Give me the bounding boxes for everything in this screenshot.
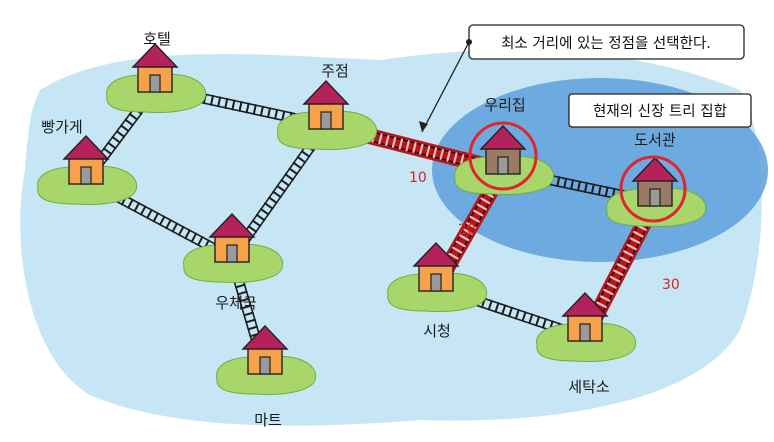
island-ground [216, 356, 317, 395]
island-our-house [454, 124, 555, 195]
island-ground [387, 273, 488, 312]
callout-select-nearest: 최소 거리에 있는 정점을 선택한다. [419, 24, 745, 133]
label-juice: 주점 [321, 62, 349, 80]
label-city-hall: 시청 [423, 322, 451, 340]
house-roof [241, 324, 289, 350]
island-ground [106, 74, 207, 113]
island-ground [454, 156, 555, 195]
label-post-office: 우체국 [215, 294, 257, 312]
label-laundry: 세탁소 [568, 378, 610, 396]
callout-anchor-dot [466, 39, 472, 45]
island-hotel [106, 42, 207, 113]
island-ground [606, 188, 707, 227]
house-door [649, 188, 661, 207]
house-door [259, 356, 271, 375]
label-our-house: 우리집 [484, 96, 525, 114]
island-laundry [536, 291, 637, 362]
callout-select-nearest-text: 최소 거리에 있는 정점을 선택한다. [501, 35, 711, 52]
house-roof [131, 42, 179, 68]
house-roof [62, 134, 110, 160]
island-bakery [37, 134, 138, 205]
island-juice [277, 79, 378, 150]
selection-circle-our-house [468, 121, 538, 191]
callout-pointer-line [421, 41, 470, 133]
island-city-hall [387, 241, 488, 312]
house-roof [561, 291, 609, 317]
label-library: 도서관 [634, 131, 676, 149]
callout-current-tree-text: 현재의 신장 트리 집합 [593, 103, 727, 120]
house-roof [479, 124, 527, 150]
callout-current-tree: 현재의 신장 트리 집합 [568, 93, 752, 128]
weight-house-cityhall: 20 [458, 222, 476, 238]
island-ground [183, 244, 284, 283]
label-hotel: 호텔 [143, 30, 171, 48]
callout-arrowhead [419, 121, 428, 132]
house-roof [631, 156, 679, 182]
house-door [149, 74, 161, 93]
islands [37, 42, 707, 395]
house-roof [412, 241, 460, 267]
house-roof [302, 79, 350, 105]
island-ground [37, 166, 138, 205]
weight-house-juice: 10 [409, 170, 427, 186]
house-door [579, 323, 591, 342]
house-roof [208, 212, 256, 238]
island-library [606, 156, 707, 227]
house-door [430, 273, 442, 292]
house-door [80, 166, 92, 185]
island-ground [277, 111, 378, 150]
house-door [497, 156, 509, 175]
label-bakery: 빵가게 [41, 118, 82, 136]
island-post-office [183, 212, 284, 283]
label-mart: 마트 [254, 411, 282, 429]
island-mart [216, 324, 317, 395]
house-door [226, 244, 238, 263]
weight-library-laundry: 30 [662, 277, 680, 293]
island-ground [536, 323, 637, 362]
house-door [320, 111, 332, 130]
selection-circle-library [619, 155, 687, 223]
